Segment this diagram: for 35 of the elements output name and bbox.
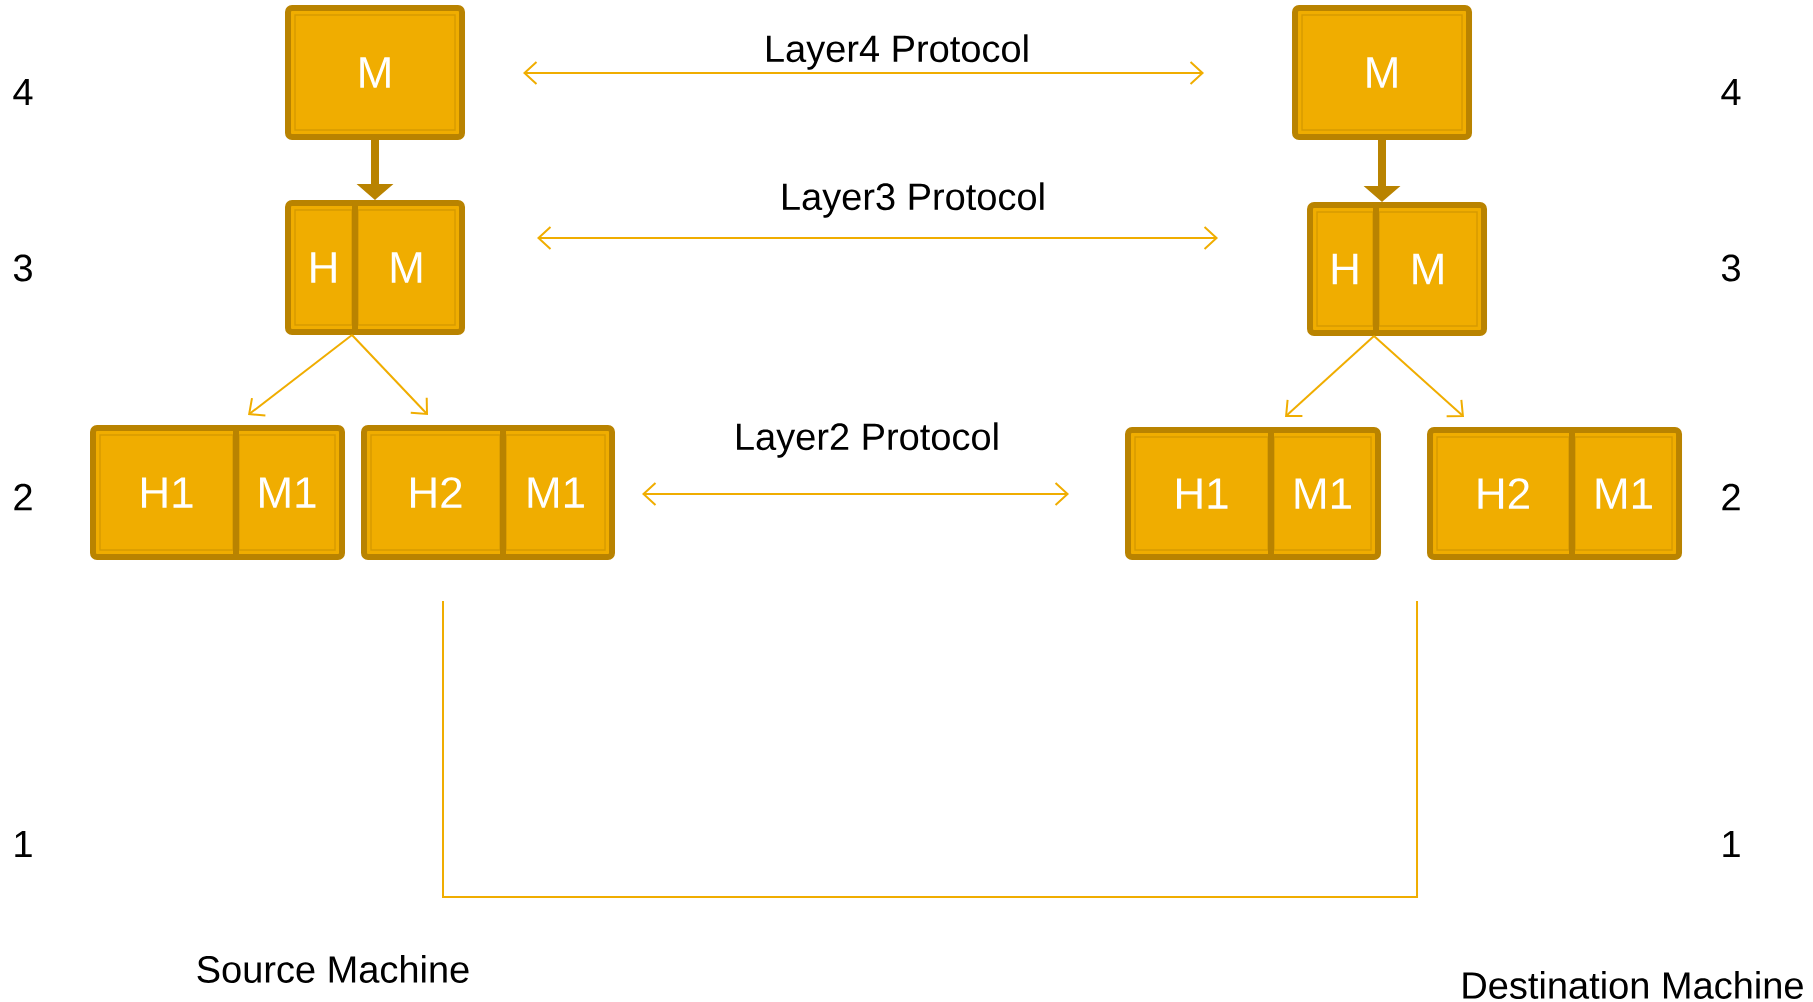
layer-number: 1 — [1723, 830, 1740, 858]
edge-label: Layer2 Protocol — [737, 422, 998, 458]
packet-cell: H — [294, 209, 353, 326]
arrow — [523, 61, 1204, 85]
layer-number: 3 — [1721, 254, 1740, 282]
connector-line — [442, 600, 1418, 898]
packet-cell: M — [1378, 211, 1478, 327]
layer-number: 4 — [1721, 78, 1741, 106]
machine-label: Source Machine — [197, 955, 469, 983]
message-box: M — [285, 5, 465, 140]
packet-cell: H2 — [1436, 436, 1570, 551]
machine-label: Destination Machine — [1463, 971, 1803, 999]
arrow — [537, 226, 1218, 250]
layer-number: 1 — [15, 830, 32, 858]
edge-label: Layer4 Protocol — [767, 34, 1028, 70]
packet-cell: M1 — [1273, 436, 1372, 551]
arrow — [1373, 335, 1464, 418]
packet-cell: H1 — [1134, 436, 1269, 551]
edge-label: Layer3 Protocol — [783, 182, 1044, 218]
packet-cell: H2 — [370, 434, 501, 551]
packet-cell: M1 — [238, 434, 336, 551]
packet-cell: M1 — [1574, 436, 1673, 551]
layer-number: 2 — [1722, 483, 1740, 511]
layer-number: 2 — [14, 483, 32, 511]
packet-cell: H1 — [99, 434, 234, 551]
layer-number: 3 — [13, 254, 32, 282]
arrow — [642, 482, 1069, 506]
packet-cell: M — [357, 209, 456, 326]
arrow — [248, 334, 353, 417]
message-box: M — [1292, 5, 1472, 140]
packet-cell: H — [1316, 211, 1374, 327]
arrow — [351, 334, 428, 415]
packet-cell: M1 — [505, 434, 606, 551]
layer-number: 4 — [13, 78, 33, 106]
arrow — [1285, 335, 1375, 418]
